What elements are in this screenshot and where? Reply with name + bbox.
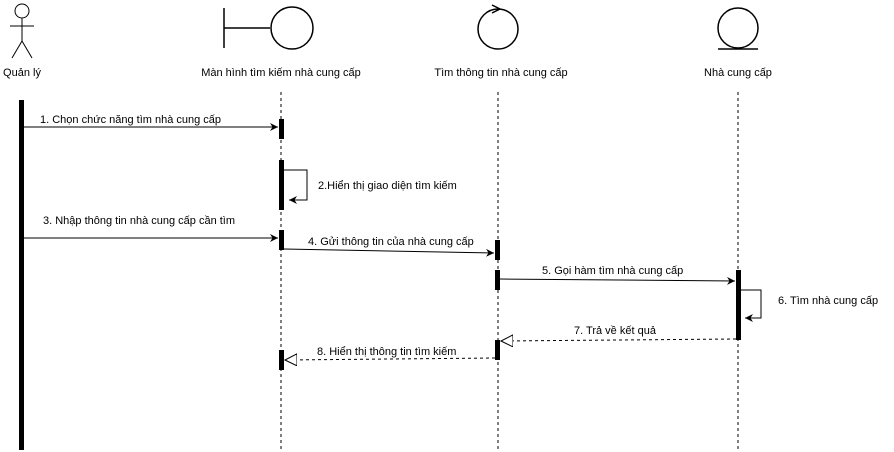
control-activation-2 (495, 270, 500, 290)
message-4-label: 4. Gửi thông tin của nhà cung cấp (308, 236, 474, 248)
message-3-label: 3. Nhập thông tin nhà cung cấp cần tìm (43, 215, 235, 227)
actor-stick-figure-icon (10, 3, 34, 59)
boundary-activation-3 (279, 230, 284, 250)
actor-label: Quản lý (3, 67, 41, 79)
message-7-label: 7. Trả về kết quả (574, 325, 657, 337)
actor-activation-bar (19, 100, 24, 450)
message-2-arrow (284, 169, 308, 204)
entity-icon (717, 7, 759, 50)
control-icon (477, 4, 519, 50)
message-5-label: 5. Gọi hàm tìm nhà cung cấp (542, 265, 683, 277)
boundary-activation-1 (279, 119, 284, 139)
control-activation-3 (495, 340, 500, 360)
message-7-arrow (501, 339, 737, 341)
message-8-label: 8. Hiển thị thông tin tìm kiếm (317, 346, 456, 358)
message-2-label: 2.Hiển thị giao diện tìm kiếm (318, 180, 457, 192)
entity-activation (736, 270, 741, 340)
control-activation-1 (495, 240, 500, 260)
boundary-activation-2 (279, 160, 284, 210)
boundary-icon (223, 6, 314, 50)
entity-label: Nhà cung cấp (704, 67, 772, 79)
message-8-arrow (285, 358, 496, 360)
message-5-arrow (499, 276, 736, 285)
message-6-label: 6. Tìm nhà cung cấp (778, 295, 878, 307)
control-label: Tìm thông tin nhà cung cấp (434, 67, 567, 79)
boundary-label: Màn hình tìm kiếm nhà cung cấp (201, 67, 361, 79)
boundary-activation-4 (279, 350, 284, 370)
message-4-arrow (283, 248, 495, 257)
message-6-arrow (741, 289, 762, 322)
message-1-label: 1. Chọn chức năng tìm nhà cung cấp (40, 114, 221, 126)
